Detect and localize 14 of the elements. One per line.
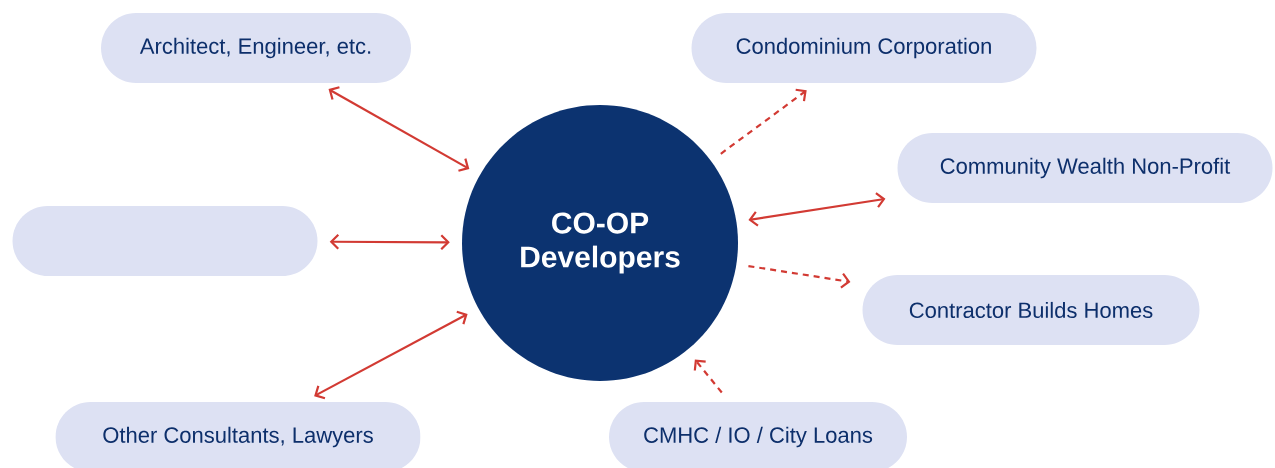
label-box: Community Wealth Non-Profit [897, 133, 1273, 203]
arrow [693, 359, 723, 394]
label-box: Condominium Corporation [691, 13, 1037, 83]
arrow [328, 86, 470, 172]
label-box: Contractor Builds Homes [862, 275, 1200, 345]
label-box: Architect, Engineer, etc. [101, 13, 411, 83]
arrow [329, 234, 450, 251]
arrow [314, 310, 468, 400]
label-box: CMHC / IO / City Loans [609, 402, 907, 468]
arrow [748, 192, 886, 227]
arrow [720, 88, 807, 155]
label-box: Other Consultants, Lawyers [55, 402, 421, 468]
arrow [748, 265, 851, 289]
empty-box [12, 206, 318, 276]
